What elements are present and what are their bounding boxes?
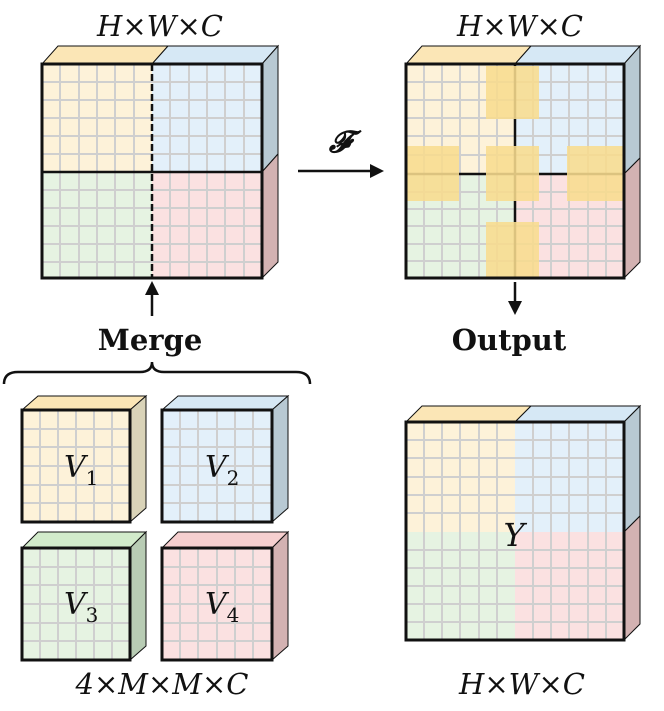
v3-label: V3 (64, 587, 98, 627)
patch-v2 (160, 394, 290, 524)
patch-dims-label: 4×M×M×C (75, 667, 249, 701)
arrow-right-icon (298, 164, 384, 178)
highlight-patch-top (486, 66, 539, 119)
output-map-top-face-blue (513, 45, 642, 65)
highlight-patch-center (486, 146, 539, 201)
v2-label: V2 (205, 450, 239, 490)
output-label: Output (452, 323, 567, 357)
merge-label: Merge (98, 323, 203, 357)
highlight-patch-right (567, 146, 624, 201)
arrow-up-icon (145, 281, 159, 316)
v1-label: V1 (64, 450, 98, 490)
output-map-side-face-top (623, 44, 641, 176)
curly-brace-icon (2, 361, 312, 385)
operator-label: 𝓕 (328, 125, 362, 160)
input-map-top-face-yellow (40, 45, 170, 65)
output-map-side-face-bottom (623, 156, 641, 280)
highlighted-patches (406, 66, 624, 277)
highlight-patch-bottom (486, 222, 539, 277)
v4-label: V4 (205, 587, 239, 627)
output-feature-map (404, 44, 642, 280)
result-dims-label: H×W×C (458, 667, 585, 701)
result-feature-map (404, 404, 642, 642)
highlight-patch-left (406, 146, 459, 201)
result-symbol-label: Y (503, 516, 527, 554)
input-map-side-face-top (261, 44, 279, 174)
patch-v3 (20, 530, 148, 662)
output-dims-label: H×W×C (456, 9, 583, 43)
input-dims-label: H×W×C (96, 9, 223, 43)
input-map-top-face-blue (150, 45, 280, 65)
input-feature-map (40, 44, 280, 280)
patch-v1 (20, 394, 148, 524)
output-map-border (404, 62, 626, 280)
arrow-down-icon (508, 282, 522, 315)
output-map-top-face-yellow (404, 45, 533, 65)
patch-v4 (160, 530, 290, 662)
input-map-side-face-bottom (261, 152, 279, 280)
